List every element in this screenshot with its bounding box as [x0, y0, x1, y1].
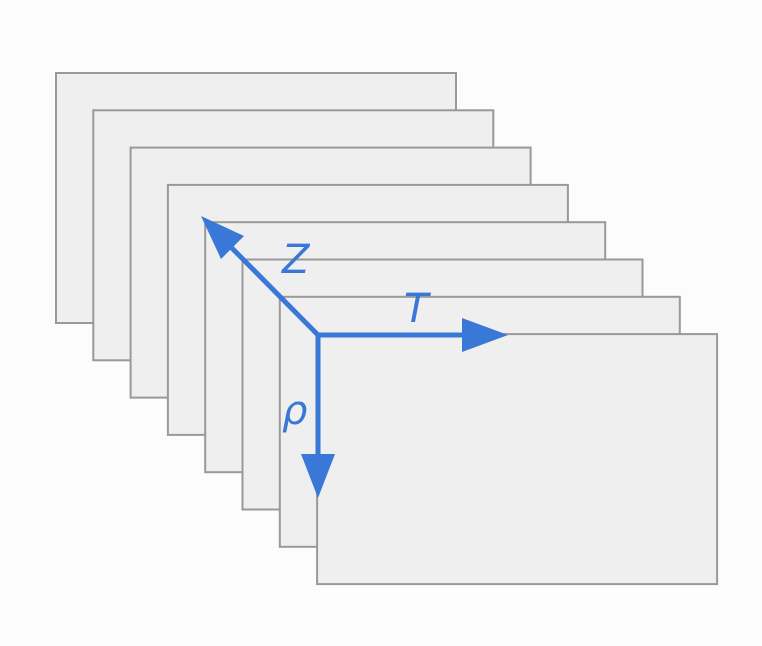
z-axis-line — [216, 232, 320, 337]
t-axis-label: T — [404, 286, 432, 332]
z-axis-arrowhead — [201, 216, 244, 259]
t-axis-arrowhead — [462, 318, 508, 352]
rho-axis-arrowhead — [301, 454, 335, 498]
axes-group: Z T ρ — [201, 216, 508, 498]
rho-axis-label: ρ — [282, 388, 307, 434]
frame-stack — [55, 72, 719, 586]
z-axis-label: Z — [281, 237, 311, 283]
frame-8 — [316, 333, 719, 586]
